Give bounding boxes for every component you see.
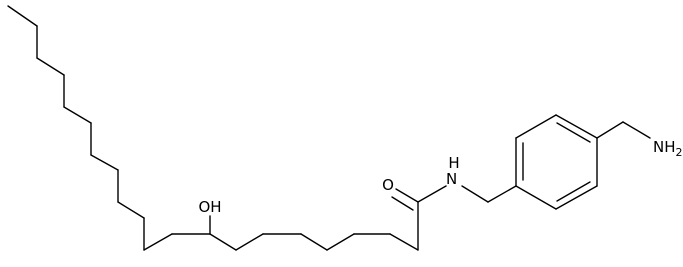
bond-c3-c4 bbox=[36, 57, 65, 76]
bond-c9-c10 bbox=[117, 201, 145, 219]
bond-c13-c14 bbox=[209, 233, 237, 251]
bond-n-ch2 bbox=[461, 185, 489, 203]
ring-bond-3 bbox=[555, 114, 598, 139]
backbone-chain bbox=[143, 201, 419, 251]
bond-c7-c8 bbox=[90, 154, 119, 171]
amide-n-symbol: N bbox=[446, 170, 457, 188]
ring-inner-3 bbox=[556, 181, 591, 202]
bond-c17-c18 bbox=[326, 233, 355, 251]
carbonyl-oxygen-label: O bbox=[382, 176, 394, 194]
bond-carbonyl-b bbox=[391, 196, 414, 211]
ring-bond-5 bbox=[555, 185, 598, 210]
alkyl-chain bbox=[7, 5, 145, 251]
amine-label: NH2 bbox=[653, 138, 683, 159]
bond-carbonyl-a bbox=[395, 188, 419, 203]
bond-ch2-nh2 bbox=[622, 121, 651, 139]
ring-inner-2 bbox=[556, 122, 591, 143]
bond-c1-c2 bbox=[7, 5, 38, 27]
bond-carbonyl-n bbox=[417, 185, 447, 203]
bond-c11-c12 bbox=[143, 233, 173, 251]
benzene-ring bbox=[515, 114, 598, 210]
bond-c5-c6 bbox=[63, 106, 92, 124]
ring-bond-6 bbox=[515, 185, 557, 210]
amine-nh-symbol: NH bbox=[653, 138, 676, 156]
carbonyl-double-bond bbox=[391, 188, 419, 211]
amide-h-symbol: H bbox=[448, 154, 459, 172]
bond-c19-c20 bbox=[389, 233, 419, 251]
hydroxyl-label: OH bbox=[198, 198, 221, 216]
bond-ch2-ring bbox=[487, 185, 517, 203]
bond-ring-ch2 bbox=[596, 121, 624, 139]
amide-nitrogen-label: N H bbox=[446, 154, 462, 188]
bond-c14-c15 bbox=[235, 233, 264, 251]
amine-subscript: 2 bbox=[676, 146, 683, 159]
bond-c16-c17 bbox=[300, 233, 328, 251]
ring-bond-2 bbox=[515, 114, 557, 139]
